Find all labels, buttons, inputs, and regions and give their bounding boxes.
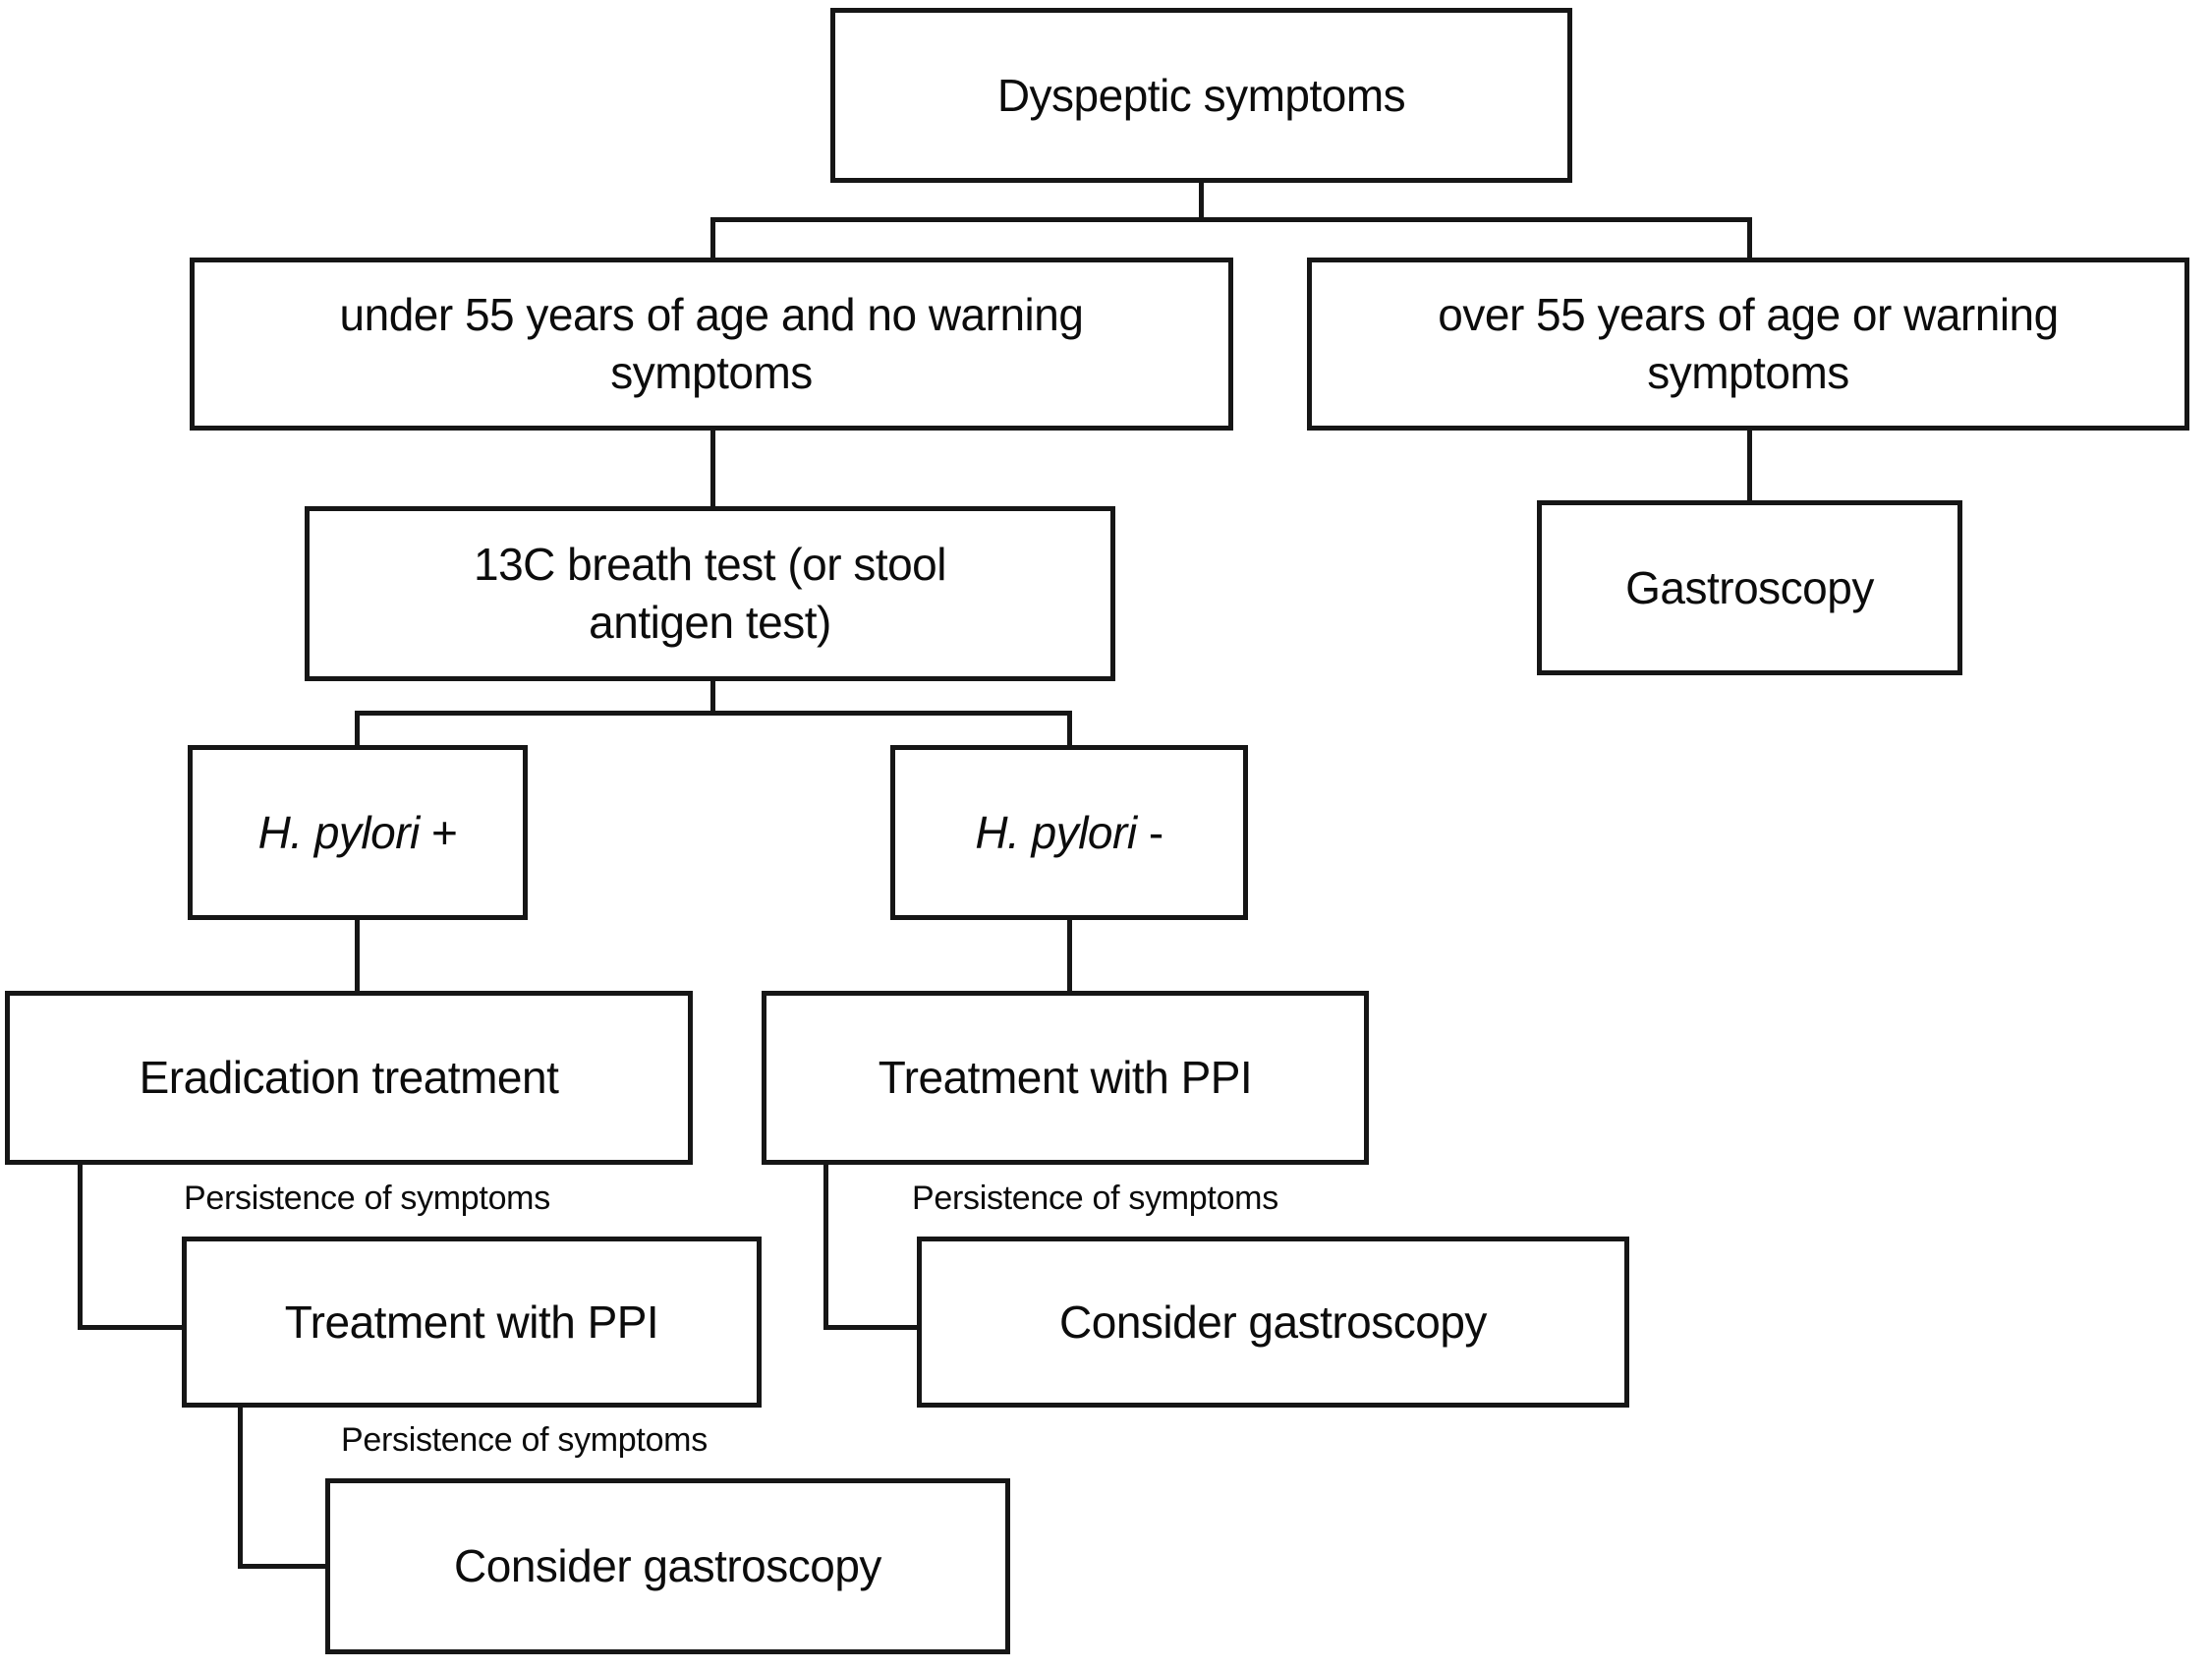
node-over-55-or-warning-label: over 55 years of age or warning symptoms xyxy=(1438,289,2059,398)
node-consider-gastroscopy-bottom-label: Consider gastroscopy xyxy=(454,1540,881,1592)
node-treatment-with-ppi-right-label: Treatment with PPI xyxy=(878,1052,1253,1104)
node-h-pylori-positive-label: H. pylori + xyxy=(241,804,476,862)
edge-label-persistence-left-1: Persistence of symptoms xyxy=(184,1180,550,1217)
node-treatment-with-ppi-right: Treatment with PPI xyxy=(762,991,1369,1165)
connector-dyspeptic-down xyxy=(1199,181,1204,222)
h-pylori-negative-sign: - xyxy=(1136,806,1163,858)
node-dyspeptic-symptoms-label: Dyspeptic symptoms xyxy=(996,69,1406,121)
node-eradication-treatment-label: Eradication treatment xyxy=(139,1052,559,1104)
edge-label-persistence-left-2: Persistence of symptoms xyxy=(341,1421,708,1459)
connector-eradication-elbow-vertical xyxy=(78,1163,83,1330)
node-treatment-with-ppi-left-label: Treatment with PPI xyxy=(284,1296,659,1348)
connector-ppi-left-elbow-vertical xyxy=(238,1406,243,1569)
node-consider-gastroscopy-bottom: Consider gastroscopy xyxy=(325,1478,1010,1654)
connector-hpylori-branch-horizontal xyxy=(355,711,1072,716)
h-pylori-positive-italic-text: H. pylori xyxy=(257,806,421,858)
connector-breath-down xyxy=(710,679,715,716)
connector-ppi-right-elbow-vertical xyxy=(823,1163,828,1330)
connector-top-branch-horizontal xyxy=(710,217,1752,222)
connector-to-over55 xyxy=(1747,217,1752,261)
connector-ppi-right-elbow-horizontal xyxy=(823,1325,922,1330)
connector-under55-to-breath xyxy=(710,429,715,509)
node-treatment-with-ppi-left: Treatment with PPI xyxy=(182,1237,762,1408)
node-gastroscopy: Gastroscopy xyxy=(1537,500,1962,675)
node-under-55-no-warning-label: under 55 years of age and no warning sym… xyxy=(339,289,1084,398)
node-h-pylori-positive: H. pylori + xyxy=(188,745,528,920)
connector-eradication-elbow-horizontal xyxy=(78,1325,186,1330)
node-dyspeptic-symptoms: Dyspeptic symptoms xyxy=(830,8,1572,183)
connector-to-hpylori-negative xyxy=(1067,711,1072,748)
h-pylori-positive-sign: + xyxy=(419,806,458,858)
edge-label-persistence-right: Persistence of symptoms xyxy=(912,1180,1278,1217)
connector-over55-to-gastroscopy xyxy=(1747,429,1752,503)
connector-to-under55 xyxy=(710,217,715,261)
node-h-pylori-negative-label: H. pylori - xyxy=(957,804,1180,862)
node-consider-gastroscopy-right-label: Consider gastroscopy xyxy=(1059,1296,1487,1348)
h-pylori-negative-italic-text: H. pylori xyxy=(975,806,1137,858)
node-h-pylori-negative: H. pylori - xyxy=(890,745,1248,920)
connector-ppi-left-elbow-horizontal xyxy=(238,1564,330,1569)
node-gastroscopy-label: Gastroscopy xyxy=(1625,561,1874,613)
node-breath-test: 13C breath test (or stool antigen test) xyxy=(305,506,1115,681)
node-under-55-no-warning: under 55 years of age and no warning sym… xyxy=(190,258,1233,431)
node-consider-gastroscopy-right: Consider gastroscopy xyxy=(917,1237,1629,1408)
node-breath-test-label: 13C breath test (or stool antigen test) xyxy=(474,539,946,648)
node-over-55-or-warning: over 55 years of age or warning symptoms xyxy=(1307,258,2189,431)
connector-hpos-to-eradication xyxy=(355,918,360,994)
node-eradication-treatment: Eradication treatment xyxy=(5,991,693,1165)
connector-to-hpylori-positive xyxy=(355,711,360,748)
connector-hneg-to-ppi xyxy=(1067,918,1072,994)
